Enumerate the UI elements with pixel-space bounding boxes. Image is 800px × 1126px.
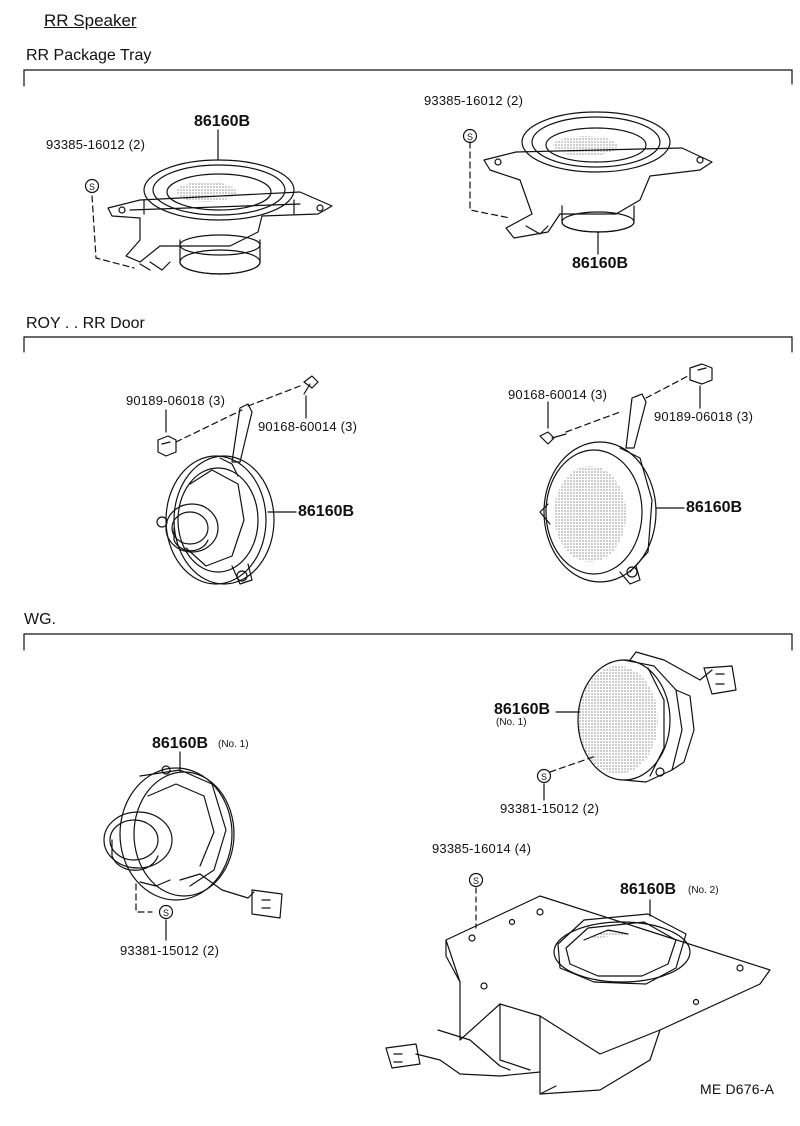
section-bracket-rr-door — [23, 336, 793, 353]
label-wg-left-speaker: 86160B — [152, 735, 209, 752]
wg-box-speaker-drawing — [385, 895, 771, 1095]
door-left-screw-part — [303, 375, 319, 395]
section-bracket-wg — [23, 633, 793, 651]
pt-right-screw-leader — [469, 141, 511, 219]
door-left-clip — [157, 435, 177, 457]
label-door-left-screw: 90168-60014 (3) — [258, 419, 358, 434]
door-right-speaker-drawing — [539, 393, 657, 585]
door-right-screw-part — [539, 431, 567, 445]
label-pt-left-speaker: 86160B — [194, 113, 251, 130]
screw-icon-glyph: S — [89, 182, 95, 192]
section-heading-rr-door: ROY . . RR Door — [26, 315, 145, 332]
wg-top-speaker-drawing — [577, 651, 737, 783]
pt-left-speaker-drawing — [107, 159, 333, 275]
label-wg-left-speaker-sub: (No. 1) — [218, 739, 249, 750]
label-door-left-clip: 90189-06018 (3) — [126, 393, 226, 408]
diagram-code: ME D676-A — [700, 1081, 775, 1097]
label-door-right-clip: 90189-06018 (3) — [654, 409, 754, 424]
door-left-speaker-drawing — [156, 403, 275, 585]
section-heading-wg: WG. — [24, 611, 56, 628]
door-right-clip — [689, 363, 713, 385]
screw-icon-glyph: S — [163, 908, 169, 918]
screw-icon — [536, 768, 552, 784]
screw-icon-glyph: S — [473, 876, 479, 886]
door-right-dashed-leader — [565, 375, 689, 433]
label-wg-box-speaker-sub: (No. 2) — [688, 885, 719, 896]
screw-icon — [84, 178, 100, 194]
screw-icon-glyph: S — [467, 132, 473, 142]
door-left-dashed-leader — [175, 385, 301, 443]
section-heading-package-tray: RR Package Tray — [26, 47, 152, 64]
wg-left-speaker-drawing — [103, 765, 283, 919]
pt-left-screw-leader — [91, 195, 135, 269]
screw-icon — [462, 128, 478, 144]
label-door-left-speaker: 86160B — [298, 503, 355, 520]
label-pt-right-screw: 93385-16012 (2) — [424, 93, 524, 108]
pt-right-speaker-drawing — [483, 111, 713, 239]
label-wg-top-speaker: 86160B — [494, 701, 551, 718]
label-pt-right-speaker: 86160B — [572, 255, 629, 272]
label-door-right-screw: 90168-60014 (3) — [508, 387, 608, 402]
label-wg-box-screw: 93385-16014 (4) — [432, 841, 532, 856]
screw-icon-glyph: S — [541, 772, 547, 782]
label-wg-top-speaker-sub: (No. 1) — [496, 717, 527, 728]
label-wg-top-screw: 93381-15012 (2) — [500, 801, 600, 816]
wg-top-screw-leader — [549, 755, 597, 773]
label-wg-box-speaker: 86160B — [620, 881, 677, 898]
section-bracket-package-tray — [23, 69, 793, 87]
screw-icon — [468, 872, 484, 888]
label-wg-left-screw: 93381-15012 (2) — [120, 943, 220, 958]
label-pt-left-screw: 93385-16012 (2) — [46, 137, 146, 152]
label-door-right-speaker: 86160B — [686, 499, 743, 516]
screw-icon — [158, 904, 174, 920]
page-title: RR Speaker — [44, 11, 137, 30]
